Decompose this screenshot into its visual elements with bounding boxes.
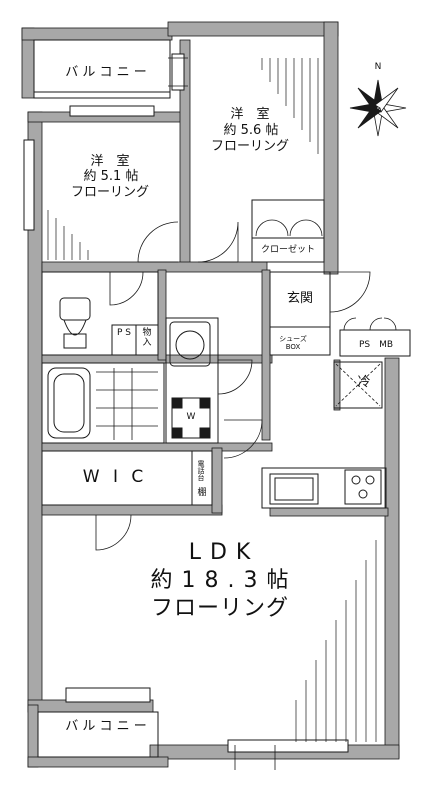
western-room-1-floor: フローリング bbox=[70, 185, 149, 200]
window-ldk-bottom-right bbox=[227, 739, 349, 753]
shoe-box-label: シューズ BOX bbox=[279, 335, 307, 352]
door-wic bbox=[95, 514, 132, 551]
exterior-walls bbox=[21, 21, 400, 768]
toilet-area bbox=[41, 271, 159, 356]
wall-wic-right bbox=[211, 447, 223, 514]
washroom-fixtures bbox=[169, 321, 211, 439]
balcony-bottom-label: バ ル コ ニ ー bbox=[65, 719, 147, 734]
window-room1-top bbox=[69, 105, 155, 117]
ldk-floor: フローリング bbox=[150, 596, 289, 621]
wall-bath-top bbox=[41, 354, 273, 364]
ps-left-label: P S bbox=[116, 328, 131, 338]
balcony-top-label: バ ル コ ニ ー bbox=[65, 65, 147, 80]
light-hatching bbox=[47, 58, 377, 742]
door-toilet bbox=[109, 271, 144, 306]
wall-balcony-bottom bbox=[27, 756, 169, 768]
western-room-2-floor: フローリング bbox=[210, 139, 289, 154]
window-ldk-bottom bbox=[65, 687, 151, 703]
door-balcony-ldk bbox=[234, 745, 276, 770]
washroom-area bbox=[165, 317, 219, 444]
wall-balcony-top bbox=[21, 27, 173, 41]
cabinet-area bbox=[191, 450, 213, 506]
wall-bath-bottom bbox=[41, 442, 273, 452]
door-washroom bbox=[217, 359, 253, 395]
fridge-area bbox=[333, 361, 383, 409]
entrance-label: 玄関 bbox=[286, 291, 313, 306]
washer-label: W bbox=[186, 412, 196, 422]
ldk-label: L D K bbox=[188, 540, 252, 565]
wall-right-lower bbox=[384, 357, 400, 759]
interior-lines bbox=[41, 199, 411, 509]
shoe-box-area bbox=[269, 326, 331, 356]
shelf-label: 棚 bbox=[197, 488, 207, 498]
wall-under-rooms bbox=[41, 261, 268, 273]
ps-mb-area bbox=[339, 329, 411, 357]
counter bbox=[261, 467, 387, 509]
balcony-bottom-outline bbox=[37, 711, 159, 758]
balcony-outlines bbox=[33, 39, 171, 758]
windows bbox=[23, 53, 349, 753]
compass-north-label: N bbox=[374, 62, 382, 72]
ldk-area: 約 1 8 . 3 帖 bbox=[150, 568, 290, 593]
wall-kitchen-back bbox=[269, 507, 389, 517]
door-room2 bbox=[197, 221, 239, 263]
door-balcony-room2 bbox=[168, 57, 188, 87]
western-room-1-label: 洋 室 bbox=[90, 154, 130, 169]
toilet-fixture bbox=[59, 297, 91, 349]
wall-toilet-right bbox=[157, 269, 167, 361]
bathtub bbox=[47, 367, 158, 440]
western-room-2-area: 約 5.6 帖 bbox=[223, 123, 279, 138]
wic-label: W I C bbox=[82, 467, 148, 487]
wall-right-upper bbox=[323, 21, 339, 275]
door-ldk bbox=[223, 419, 263, 459]
closet-label: クローゼット bbox=[260, 245, 315, 255]
refrigerator-label: 冷 bbox=[357, 375, 371, 390]
western-room-1-area: 約 5.1 帖 bbox=[83, 169, 139, 184]
bath-area bbox=[41, 362, 165, 444]
kitchen-fixtures bbox=[269, 469, 382, 505]
window-room2-top bbox=[171, 53, 185, 91]
door-closet-1 bbox=[255, 219, 289, 237]
wall-wic-bottom bbox=[41, 504, 223, 516]
cabinet-label: 電話台 bbox=[197, 459, 206, 481]
window-room1-left bbox=[23, 139, 35, 231]
storage-area bbox=[135, 324, 159, 356]
ps-mb-label: PS MB bbox=[358, 340, 394, 350]
wall-top-right bbox=[167, 21, 339, 37]
balcony-top-outline bbox=[33, 39, 171, 99]
western-room-2-label: 洋 室 bbox=[230, 107, 270, 122]
door-closet-2 bbox=[289, 219, 323, 237]
door-entrance bbox=[329, 271, 371, 313]
fridge-cross bbox=[335, 363, 381, 407]
doors bbox=[95, 57, 397, 770]
door-room1 bbox=[137, 221, 179, 263]
door-ps-mb bbox=[343, 317, 397, 331]
storage-label: 物 入 bbox=[142, 328, 152, 349]
compass-rose-icon bbox=[349, 79, 407, 137]
closet-area bbox=[251, 199, 325, 263]
wall-entrance-left bbox=[261, 269, 271, 441]
